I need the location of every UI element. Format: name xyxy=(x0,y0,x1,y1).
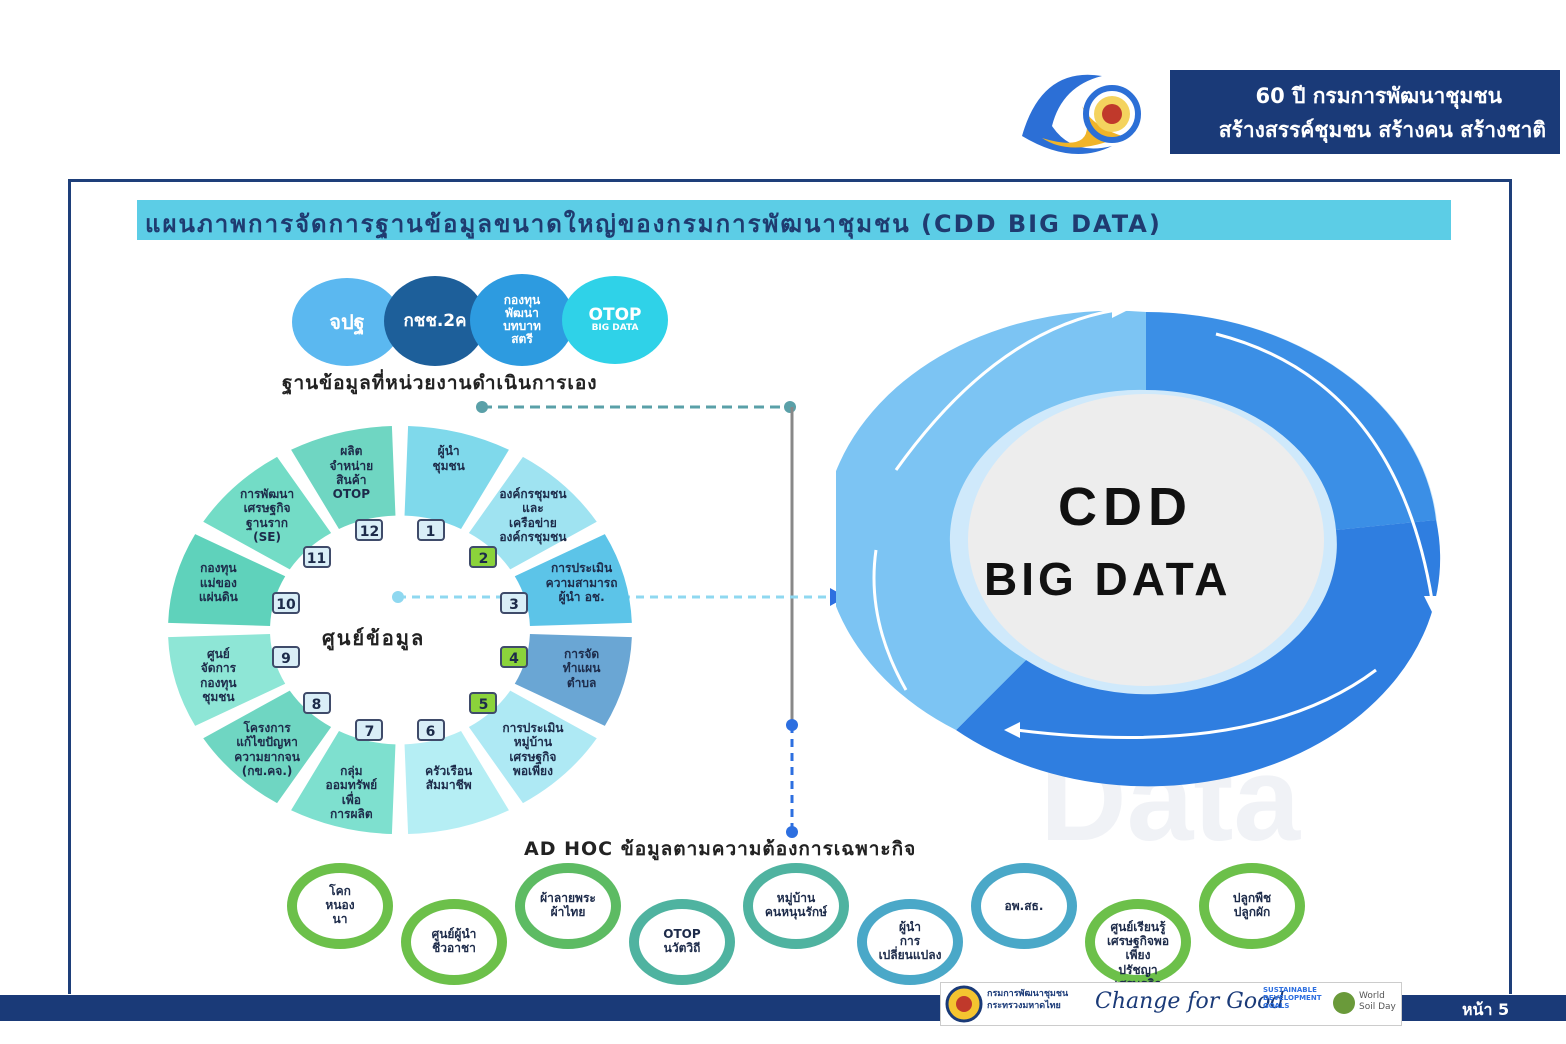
cdd-seal-icon xyxy=(945,985,983,1023)
wheel-segment-label: การประเมิน หมู่บ้าน เศรษฐกิจ พอเพียง xyxy=(502,720,564,779)
wheel-segment xyxy=(514,633,632,726)
wheel-segment-label: ผลิต จำหน่าย สินค้า OTOP xyxy=(329,444,374,502)
wheel-segment-label: ศูนย์ จัดการ กองทุน ชุมชน xyxy=(200,646,237,704)
db-circle-kchch: กชช.2ค xyxy=(384,276,486,366)
wheel-segment-label: ครัวเรือน สัมมาชีพ xyxy=(425,763,473,793)
wheel-segment-number: 7 xyxy=(355,719,384,742)
wheel-segment-number: 8 xyxy=(302,692,331,715)
footer-soil-day: World Soil Day xyxy=(1359,991,1396,1012)
adhoc-item-label: ศูนย์ผู้นำ ชีวอาชา xyxy=(431,927,477,956)
adhoc-item-label: ผ้าลายพระ ผ้าไทย xyxy=(540,891,596,920)
header-line2: สร้างสรรค์ชุมชน สร้างคน สร้างชาติ xyxy=(1218,118,1546,142)
page-number: หน้า 5 xyxy=(1462,1000,1510,1019)
adhoc-ring xyxy=(401,899,507,985)
wheel-segment-number: 11 xyxy=(302,545,331,568)
wheel-segment xyxy=(168,534,286,627)
wheel-segment-number: 5 xyxy=(469,692,498,715)
header-line1: 60 ปี กรมการพัฒนาชุมชน xyxy=(1255,84,1502,108)
wheel-segment-number: 12 xyxy=(355,518,384,541)
db-circle-jpt: จปฐ xyxy=(292,278,402,366)
wheel-segment xyxy=(291,731,396,835)
wheel-center-label: ศูนย์ข้อมูล xyxy=(322,626,426,650)
db-circle-otop: OTOP BIG DATA xyxy=(562,276,668,364)
wheel-segment xyxy=(404,425,509,529)
footer-logos: กรมการพัฒนาชุมชน กระทรวงมหาดไทย Change f… xyxy=(940,982,1402,1026)
wheel-segment-label: กลุ่ม ออมทรัพย์ เพื่อ การผลิต xyxy=(325,763,378,821)
big-data-title-line2: BIG DATA xyxy=(984,553,1232,605)
title-bar: แผนภาพการจัดการฐานข้อมูลขนาดใหญ่ของกรมกา… xyxy=(137,200,1451,240)
wheel-segment-number: 9 xyxy=(272,645,301,668)
adhoc-item-label: OTOP นวัตวิถี xyxy=(663,927,701,956)
data-center-wheel xyxy=(168,425,632,835)
wheel-segment xyxy=(468,690,597,804)
adhoc-item-label: ศูนย์เรียนรู้ เศรษฐกิจพอเพียง ปรัชญาเศรษ… xyxy=(1106,919,1170,992)
wheel-segment-number: 2 xyxy=(469,545,498,568)
adhoc-ring xyxy=(629,899,735,985)
wheel-segment-label: โครงการ แก้ไขปัญหา ความยากจน (กข.คจ.) xyxy=(234,720,300,779)
wheel-segment-label: ผู้นำ ชุมชน xyxy=(432,444,465,473)
adhoc-chain xyxy=(287,863,1305,985)
otop-sub-label: BIG DATA xyxy=(591,323,639,334)
wheel-segment xyxy=(203,690,332,804)
db-circle-women-fund: กองทุน พัฒนา บทบาท สตรี xyxy=(470,274,574,366)
adhoc-ring xyxy=(743,863,849,949)
adhoc-ring xyxy=(1085,899,1191,985)
wheel-segment xyxy=(468,456,597,570)
wheel-segment xyxy=(168,633,286,726)
adhoc-caption: AD HOC ข้อมูลตามความต้องการเฉพาะกิจ xyxy=(524,838,917,860)
wheel-segment-number: 3 xyxy=(499,592,528,615)
adhoc-ring xyxy=(857,899,963,985)
wheel-segment-number: 10 xyxy=(272,592,301,615)
footer-sdg: SUSTAINABLE DEVELOPMENT GOALS xyxy=(1263,986,1322,1011)
header-banner: 60 ปี กรมการพัฒนาชุมชน สร้างสรรค์ชุมชน ส… xyxy=(1170,70,1560,154)
wheel-segment-label: การประเมิน ความสามารถ ผู้นำ อช. xyxy=(545,561,618,604)
wheel-segment-label: กองทุน แม่ของ แผ่นดิน xyxy=(198,561,238,604)
adhoc-item-label: ผู้นำ การ เปลี่ยนแปลง xyxy=(878,919,942,963)
adhoc-ring xyxy=(971,863,1077,949)
adhoc-item-label: โคก หนอง นา xyxy=(325,883,355,927)
wheel-segment xyxy=(203,456,332,570)
soil-day-icon xyxy=(1333,992,1355,1014)
wheel-segment-number: 6 xyxy=(416,719,445,742)
adhoc-ring xyxy=(287,863,393,949)
header-logo xyxy=(1012,66,1172,162)
wheel-segment-label: การพัฒนา เศรษฐกิจ ฐานราก (SE) xyxy=(239,487,295,545)
wheel-segment xyxy=(514,534,632,627)
slide-title: แผนภาพการจัดการฐานข้อมูลขนาดใหญ่ของกรมกา… xyxy=(145,210,1162,238)
footer-slogan: Change for Good xyxy=(1095,989,1285,1014)
big-data-ring xyxy=(836,302,1441,787)
adhoc-ring xyxy=(1199,863,1305,949)
wheel-segment-label: การจัด ทำแผน ตำบล xyxy=(562,646,601,690)
wheel-segment-label: องค์กรชุมชน และ เครือข่าย องค์กรชุมชน xyxy=(499,487,567,545)
footer-org: กรมการพัฒนาชุมชน กระทรวงมหาดไทย xyxy=(987,989,1069,1011)
wheel-segment xyxy=(404,731,509,835)
wheel-segment-number: 4 xyxy=(499,645,528,668)
big-data-title-line1: CDD xyxy=(1058,477,1193,537)
adhoc-item-label: อพ.สธ. xyxy=(1004,898,1044,913)
wheel-segment xyxy=(291,425,396,529)
adhoc-item-label: ปลูกพืช ปลูกผัก xyxy=(1232,891,1272,920)
adhoc-ring xyxy=(515,863,621,949)
adhoc-item-label: หมู่บ้าน คนหนุนรักษ์ xyxy=(764,891,828,920)
agency-db-caption: ฐานข้อมูลที่หน่วยงานดำเนินการเอง xyxy=(282,372,598,394)
wheel-segment-number: 1 xyxy=(416,518,445,541)
